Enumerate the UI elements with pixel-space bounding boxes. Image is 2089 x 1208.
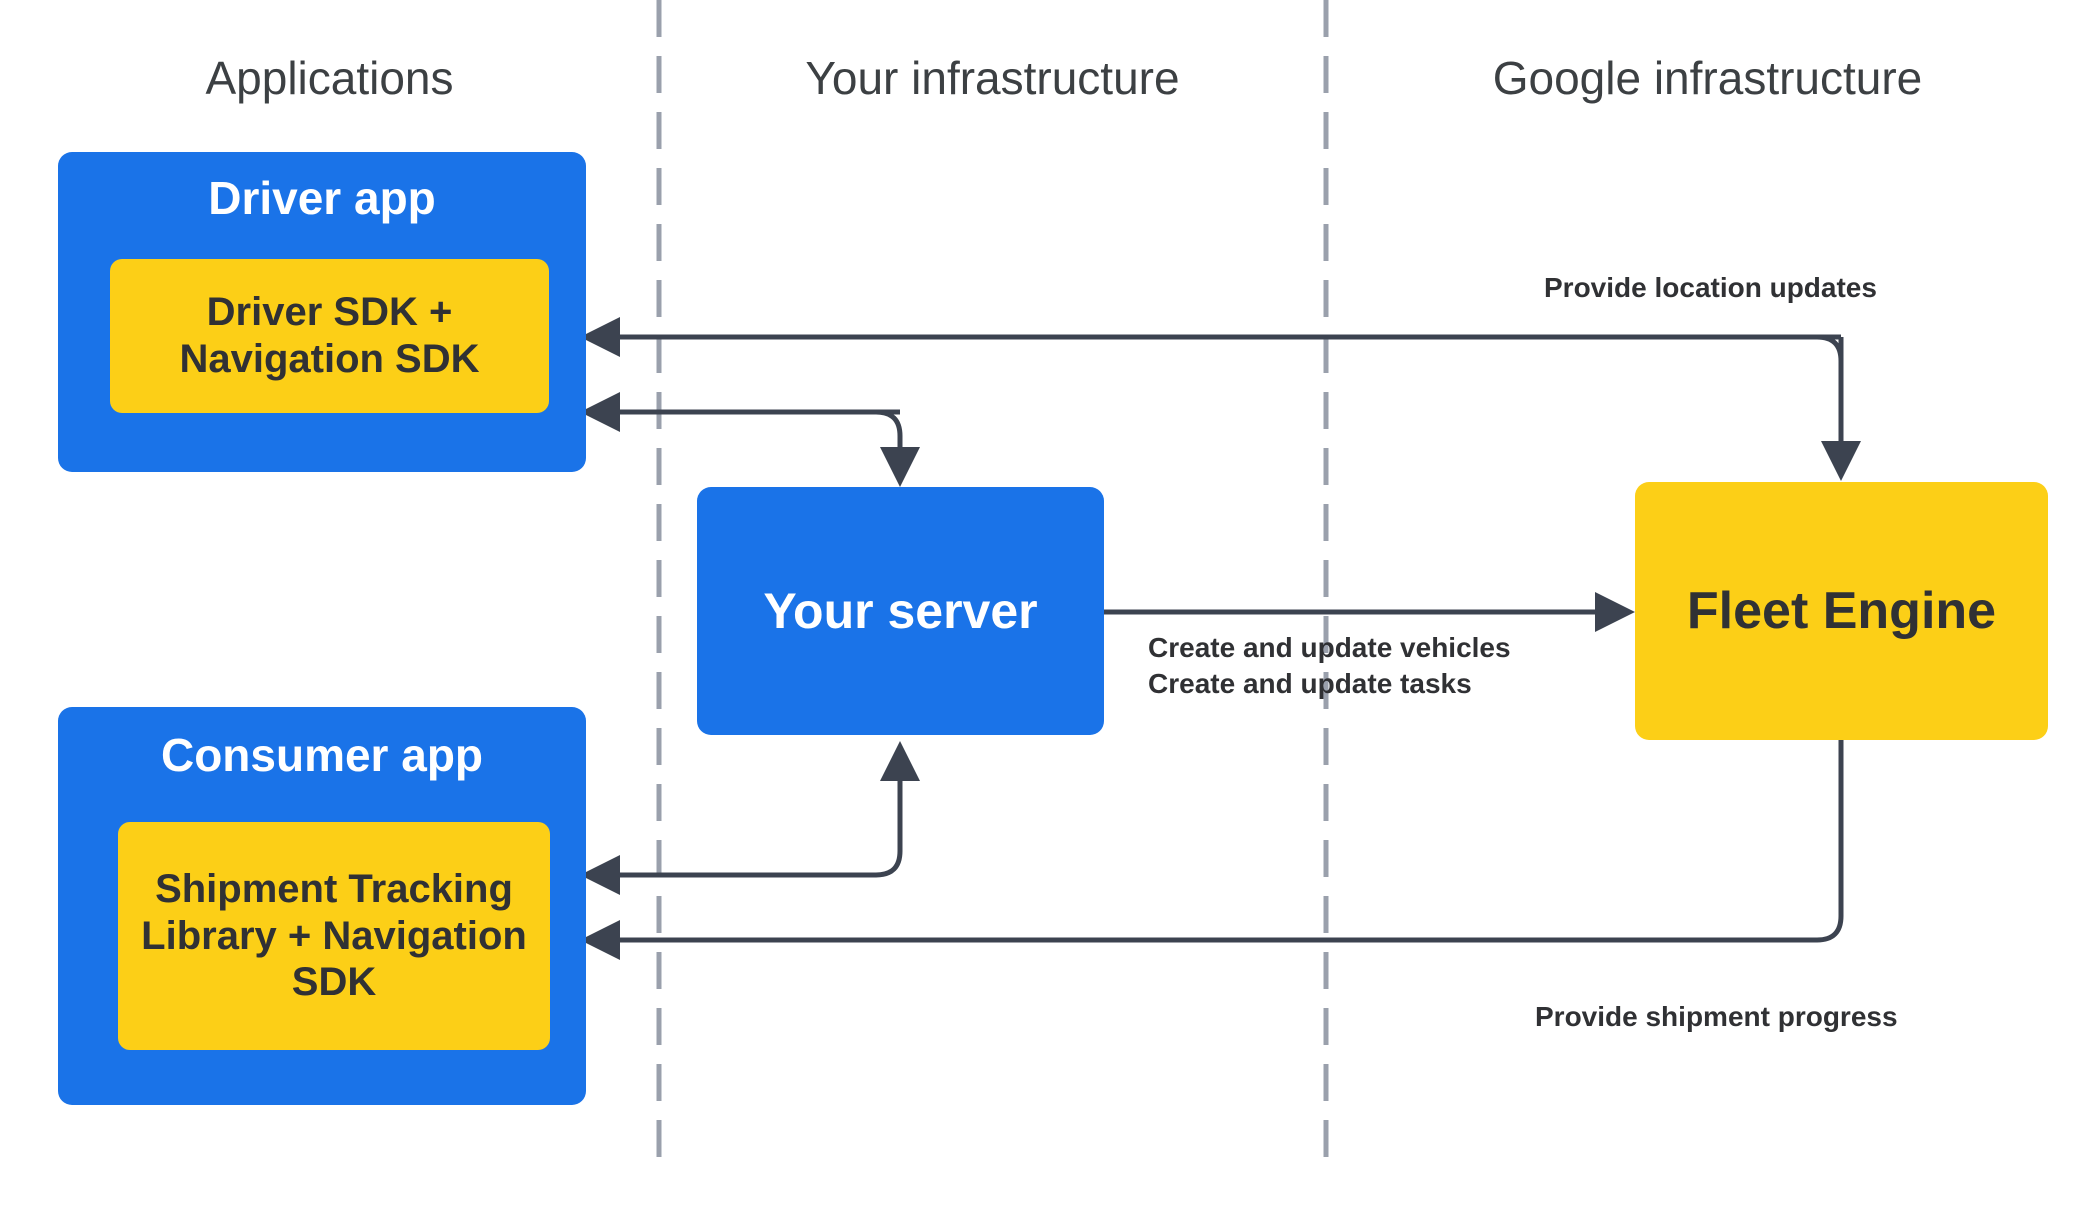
node-fleet-engine[interactable]: Fleet Engine <box>1635 482 2048 740</box>
edge-label-provide-location-updates: Provide location updates <box>1544 272 1877 303</box>
column-header-google-infrastructure: Google infrastructure <box>1492 52 1923 104</box>
node-consumer-sdk[interactable]: Shipment Tracking Library + Navigation S… <box>118 822 550 1050</box>
connector-fleet-top-corner <box>1816 334 1844 362</box>
driver-app-title: Driver app <box>208 172 436 224</box>
node-driver-sdk[interactable]: Driver SDK + Navigation SDK <box>110 259 549 413</box>
consumer-sdk-label: Shipment Tracking Library + Navigation S… <box>141 866 527 1005</box>
node-your-server[interactable]: Your server <box>697 487 1104 735</box>
your-server-title: Your server <box>763 583 1038 639</box>
connector-server-driver-corner <box>875 409 903 437</box>
column-header-your-infrastructure: Your infrastructure <box>805 52 1180 104</box>
edge-label-create-and-update: Create and update vehicles Create and up… <box>1148 632 1511 699</box>
connector-server-consumer-corner <box>875 850 903 878</box>
column-header-applications: Applications <box>205 52 454 104</box>
fleet-engine-center: Fleet Engine <box>1635 482 2048 740</box>
driver-sdk-label: Driver SDK + Navigation SDK <box>179 290 480 381</box>
connector-fleet-bottom-corner <box>1816 915 1844 943</box>
edge-label-provide-shipment-progress: Provide shipment progress <box>1535 1001 1898 1032</box>
consumer-app-title: Consumer app <box>160 729 484 781</box>
your-server-center: Your server <box>697 487 1104 735</box>
fleet-engine-title: Fleet Engine <box>1686 582 1997 640</box>
